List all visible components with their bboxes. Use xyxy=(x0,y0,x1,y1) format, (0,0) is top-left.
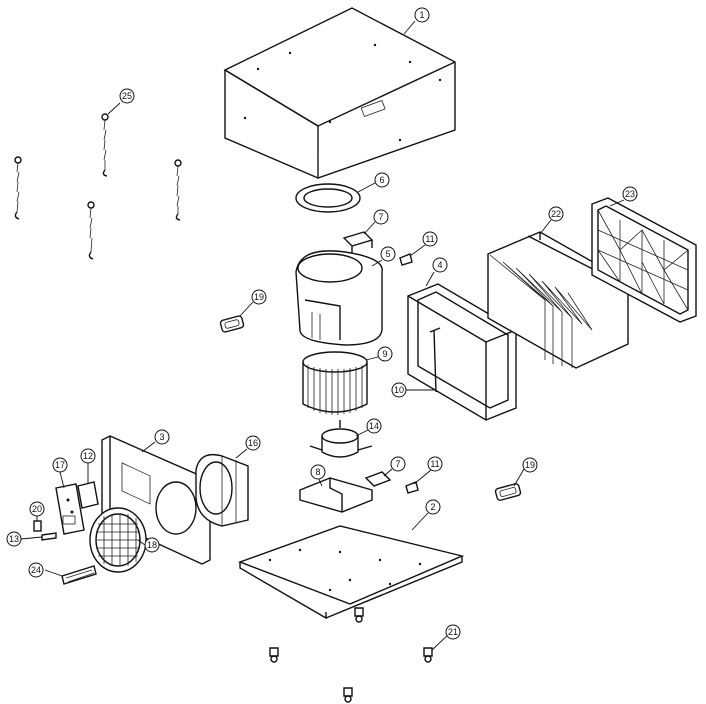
svg-text:20: 20 xyxy=(32,504,42,514)
screw xyxy=(41,532,57,541)
callout-18: 18 xyxy=(144,537,160,553)
svg-text:6: 6 xyxy=(379,175,384,185)
callout-16: 16 xyxy=(245,435,261,451)
svg-text:19: 19 xyxy=(254,292,264,302)
svg-text:5: 5 xyxy=(385,249,390,259)
svg-text:7: 7 xyxy=(378,212,383,222)
svg-text:17: 17 xyxy=(55,460,65,470)
svg-text:23: 23 xyxy=(625,189,635,199)
handle-left xyxy=(219,315,245,333)
control-box xyxy=(55,483,85,535)
callout-8: 8 xyxy=(310,464,326,480)
caster-3 xyxy=(423,647,433,663)
callout-22: 22 xyxy=(548,206,564,222)
callout-11a: 11 xyxy=(422,231,438,247)
svg-text:25: 25 xyxy=(122,91,132,101)
svg-text:3: 3 xyxy=(159,432,164,442)
blower-wheel xyxy=(302,351,368,415)
callout-7a: 7 xyxy=(373,209,389,225)
callout-2: 2 xyxy=(425,499,441,515)
svg-text:1: 1 xyxy=(419,10,424,20)
svg-text:22: 22 xyxy=(551,209,561,219)
svg-text:16: 16 xyxy=(248,438,258,448)
callout-19b: 19 xyxy=(522,457,538,473)
handle-right xyxy=(494,483,522,501)
top-cover xyxy=(223,7,456,179)
heater-element xyxy=(61,565,97,585)
svg-text:7: 7 xyxy=(395,459,400,469)
grid-filter xyxy=(591,197,697,323)
svg-text:4: 4 xyxy=(437,260,442,270)
callout-19a: 19 xyxy=(251,289,267,305)
svg-text:9: 9 xyxy=(382,349,387,359)
callout-12: 12 xyxy=(80,448,96,464)
support-rod xyxy=(429,327,441,393)
chain-1 xyxy=(14,156,22,220)
callout-25: 25 xyxy=(119,88,135,104)
hanging-chains xyxy=(14,113,182,260)
callout-5: 5 xyxy=(380,246,396,262)
blower-housing xyxy=(295,250,383,346)
svg-text:14: 14 xyxy=(369,421,379,431)
svg-text:12: 12 xyxy=(83,451,93,461)
chain-4 xyxy=(87,201,95,260)
casters xyxy=(269,607,433,703)
callout-24: 24 xyxy=(28,562,44,578)
callout-1: 1 xyxy=(414,7,430,23)
callout-14: 14 xyxy=(366,418,382,434)
svg-text:19: 19 xyxy=(525,460,535,470)
svg-text:21: 21 xyxy=(448,627,458,637)
callout-17: 17 xyxy=(52,457,68,473)
switch-plate xyxy=(77,481,99,509)
svg-text:24: 24 xyxy=(31,565,41,575)
svg-text:8: 8 xyxy=(315,467,320,477)
callout-20: 20 xyxy=(29,501,45,517)
callout-23: 23 xyxy=(622,186,638,202)
chain-2 xyxy=(101,113,109,177)
callout-4: 4 xyxy=(432,257,448,273)
caster-4 xyxy=(343,687,353,703)
motor-bracket xyxy=(299,477,373,513)
inlet-ring xyxy=(195,453,249,527)
clip-lower xyxy=(405,481,419,494)
svg-text:10: 10 xyxy=(394,385,404,395)
caster-2 xyxy=(269,647,279,663)
callout-21: 21 xyxy=(445,624,461,640)
callout-13: 13 xyxy=(6,531,22,547)
callout-10: 10 xyxy=(391,382,407,398)
chain-3 xyxy=(174,159,182,221)
bracket-upper xyxy=(342,231,374,256)
svg-text:2: 2 xyxy=(430,502,435,512)
callout-3: 3 xyxy=(154,429,170,445)
knob xyxy=(33,516,42,532)
base-plate xyxy=(237,525,465,620)
svg-text:18: 18 xyxy=(147,540,157,550)
callout-6: 6 xyxy=(374,172,390,188)
caster-1 xyxy=(354,607,364,623)
round-grille xyxy=(89,507,147,573)
callout-9: 9 xyxy=(377,346,393,362)
motor xyxy=(309,420,373,458)
ring-gasket xyxy=(295,183,361,213)
callout-11b: 11 xyxy=(427,456,443,472)
callout-7b: 7 xyxy=(390,456,406,472)
clip-upper xyxy=(399,253,413,266)
svg-text:13: 13 xyxy=(9,534,19,544)
svg-text:11: 11 xyxy=(425,234,434,244)
svg-text:11: 11 xyxy=(430,459,439,469)
leader-lines xyxy=(20,20,625,651)
